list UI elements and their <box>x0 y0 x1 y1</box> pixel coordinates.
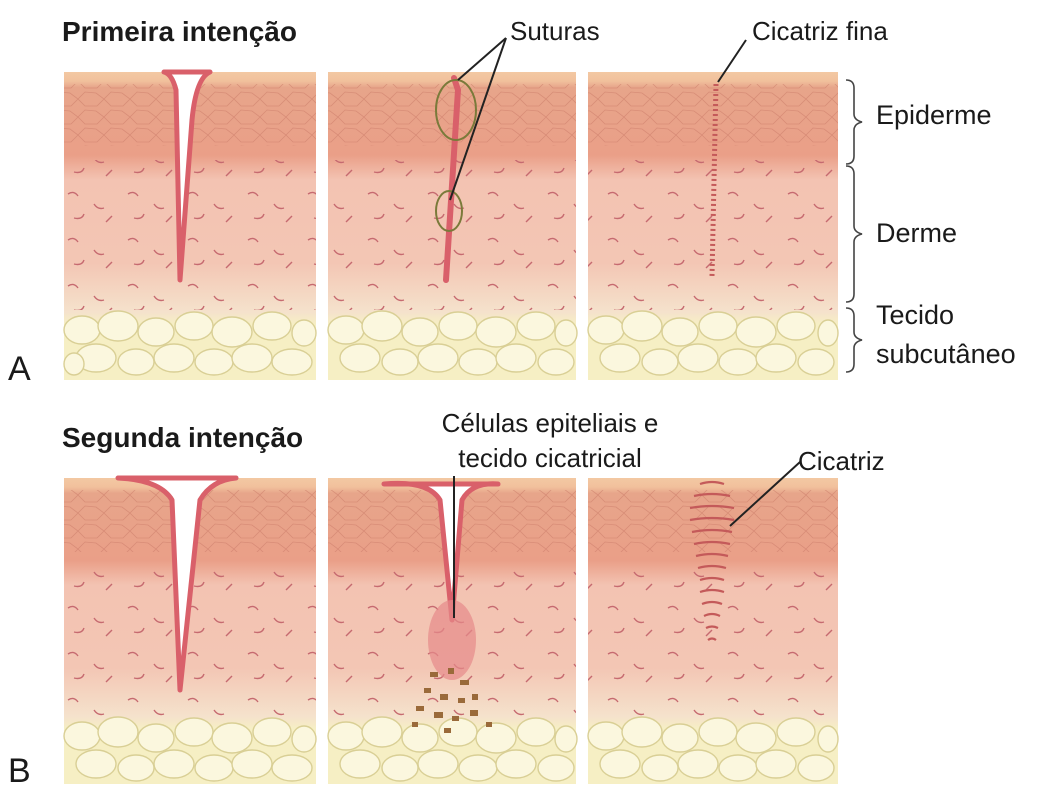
panel-b-block-3 <box>588 478 838 784</box>
panel-a-block-1 <box>64 72 316 380</box>
subcutaneous-bracket <box>846 308 862 372</box>
dermis-bracket <box>846 166 862 302</box>
epidermis-bracket <box>846 80 862 164</box>
panel-b-block-1 <box>64 478 316 784</box>
panel-a-block-2 <box>328 72 577 380</box>
panel-a-block-3 <box>588 72 838 380</box>
panel-b-block-2 <box>328 478 577 784</box>
layer-brackets <box>846 80 862 372</box>
